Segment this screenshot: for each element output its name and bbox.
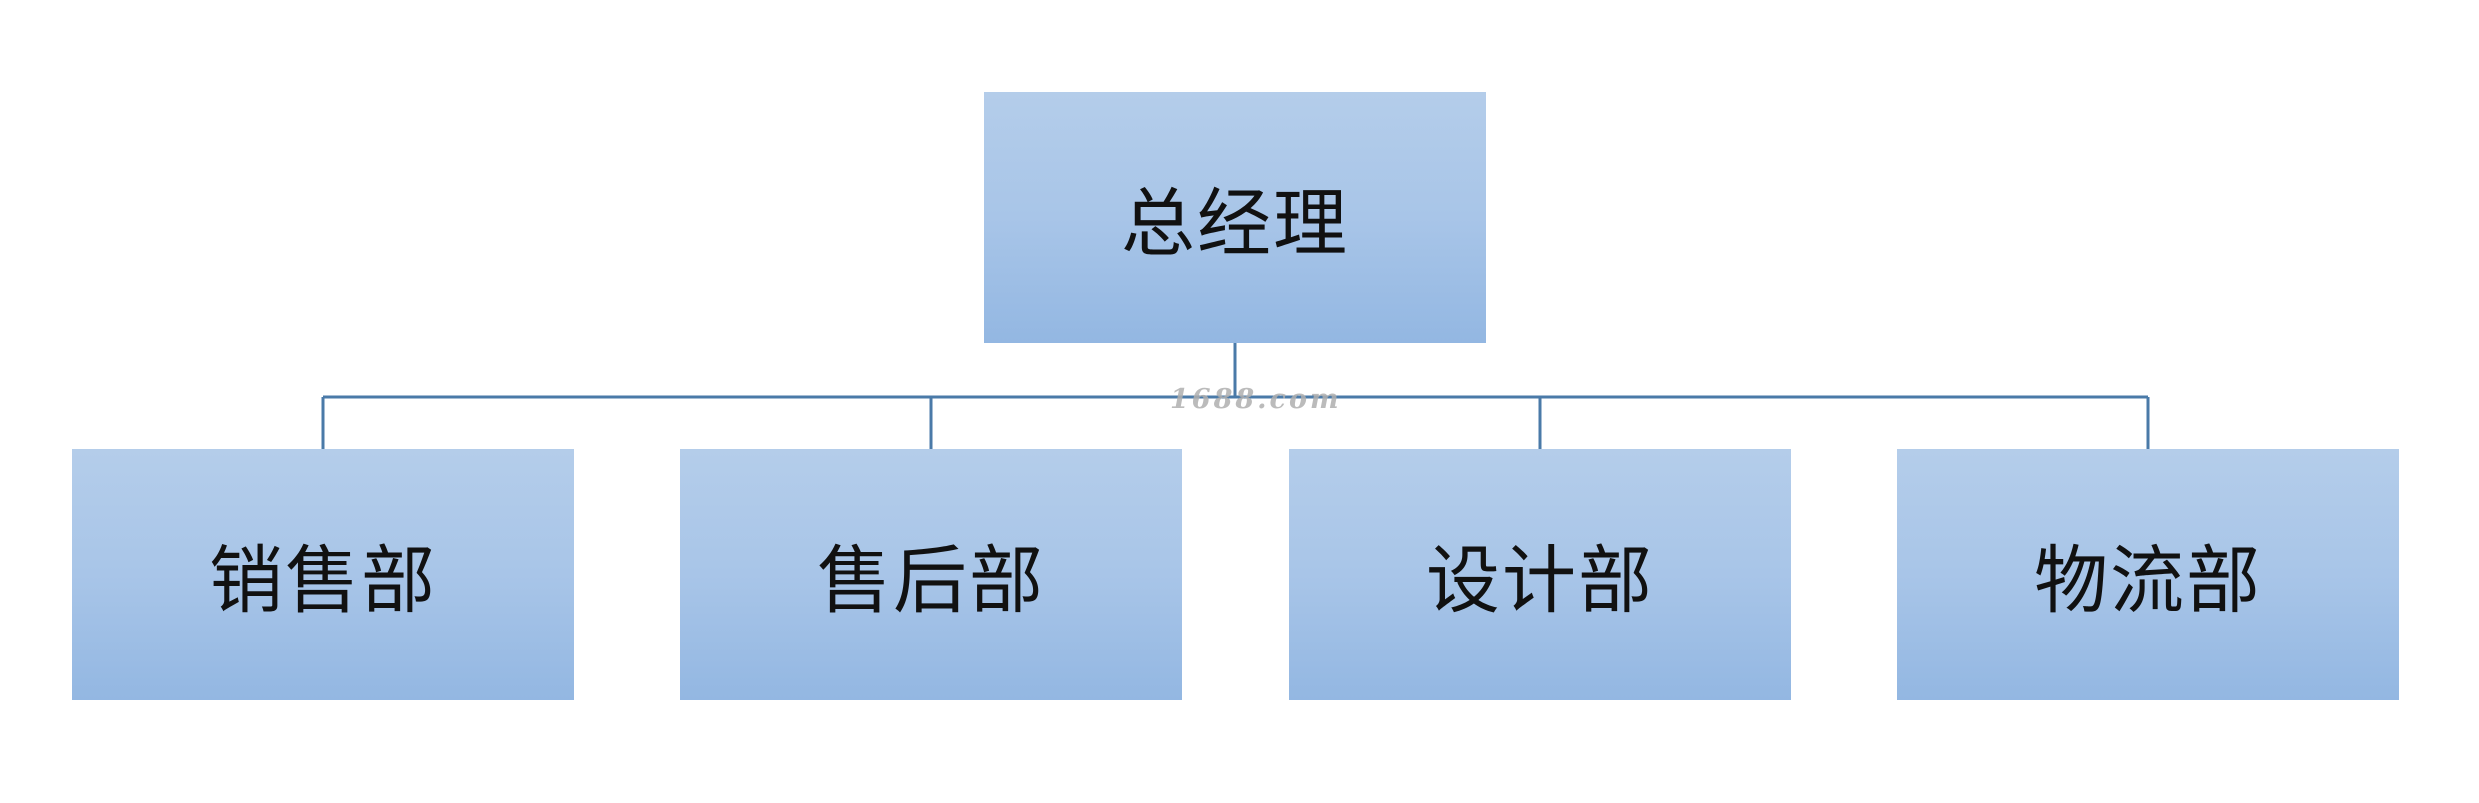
- child-node-label: 售后部: [817, 538, 1045, 624]
- child-node-after-sales: 售后部: [680, 449, 1182, 700]
- child-node-label: 设计部: [1426, 538, 1654, 624]
- root-node-label: 总经理: [1121, 181, 1349, 267]
- child-node-label: 销售部: [209, 538, 437, 624]
- root-node-general-manager: 总经理: [984, 92, 1486, 343]
- child-node-logistics: 物流部: [1897, 449, 2399, 700]
- watermark-text: 1688.com: [1170, 384, 1342, 415]
- child-node-design: 设计部: [1289, 449, 1791, 700]
- child-node-label: 物流部: [2034, 538, 2262, 624]
- child-node-sales: 销售部: [72, 449, 574, 700]
